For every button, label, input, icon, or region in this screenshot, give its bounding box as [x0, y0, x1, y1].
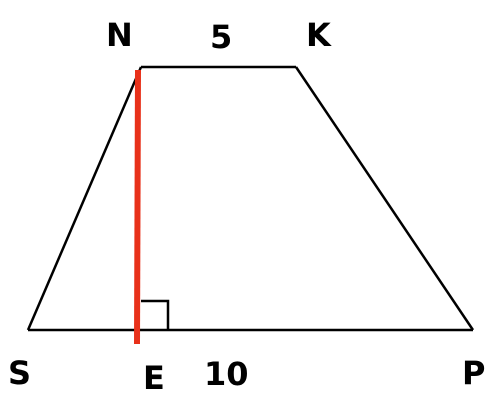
height-ne: [134, 69, 141, 345]
label-vertex-n: N: [106, 16, 133, 54]
label-vertex-k: K: [306, 16, 332, 54]
label-vertex-e: E: [143, 359, 165, 389]
label-vertex-s: S: [8, 354, 31, 389]
label-vertex-p: P: [462, 354, 485, 389]
label-length-ep: 10: [204, 355, 249, 389]
right-angle-marker: [141, 299, 170, 330]
side-sn: [26, 66, 143, 331]
side-kp: [294, 66, 475, 331]
label-length-nk: 5: [210, 18, 232, 56]
